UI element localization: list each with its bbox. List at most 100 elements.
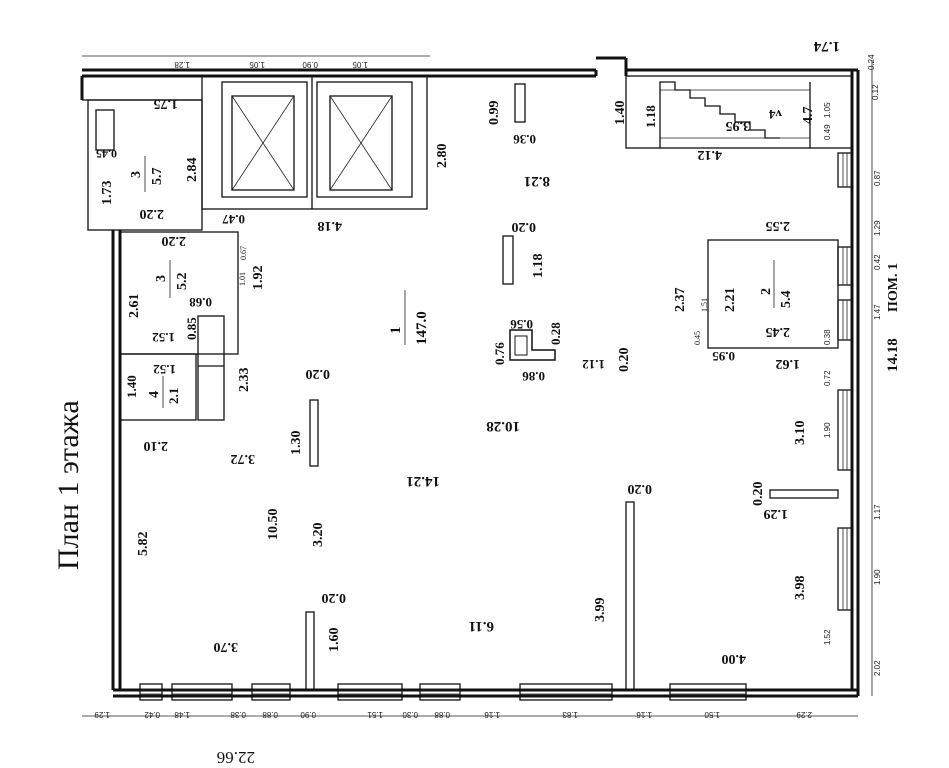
room-v-number: v4 (769, 107, 783, 122)
dim-label: 0.68 (189, 295, 212, 310)
dim-small: 1.83 (562, 710, 578, 719)
dimension-lines (82, 55, 873, 717)
dim-label: 0.28 (548, 322, 563, 345)
dim-small: 0.42 (144, 710, 160, 719)
dim-label: 14.21 (406, 473, 440, 489)
dimension-labels-inverted: 1.75 0.45 2.20 4.18 0.47 0.36 8.21 3.95 … (96, 96, 800, 666)
room-1-area: 147.0 (414, 311, 430, 345)
room-labels: 1 147.0 2 5.4 3 5.7 3 5.2 4 2.1 v4 4.7 (129, 107, 816, 408)
dim-small: 0.30 (402, 710, 418, 719)
dim-label: 0.20 (322, 590, 347, 605)
dim-label: 2.84 (185, 158, 200, 183)
room-4-walls (119, 315, 225, 421)
dim-label: 8.21 (524, 173, 550, 189)
dim-label: 2.20 (140, 206, 165, 221)
dim-small: 0.88 (262, 710, 278, 719)
dim-label: 3.70 (214, 639, 239, 654)
dim-small: 0.49 (823, 124, 832, 140)
dim-label: 4.12 (698, 147, 723, 162)
dim-label: 0.45 (693, 331, 702, 345)
dim-small: 0.87 (873, 170, 882, 186)
dim-label: 5.82 (136, 532, 151, 557)
dim-label: 10.28 (486, 418, 520, 434)
dim-small: 0.42 (873, 254, 882, 270)
dim-label: 2.55 (766, 218, 791, 233)
dim-label: 1.51 (700, 298, 709, 312)
dim-label: 4.18 (318, 218, 343, 233)
dim-small: 1.47 (873, 304, 882, 320)
dim-label: 3.20 (311, 523, 326, 548)
dim-small: 1.05 (249, 60, 265, 69)
dim-small: 2.02 (873, 660, 882, 676)
dim-label: 1.60 (327, 628, 342, 653)
dim-label: 1.40 (613, 101, 628, 126)
dim-small: 1.16 (484, 710, 500, 719)
dim-label: 2.45 (766, 324, 791, 339)
dim-label: 0.56 (510, 317, 533, 332)
dim-label: 1.62 (776, 356, 801, 371)
dim-label: 0.85 (184, 317, 199, 340)
dim-label: 0.99 (487, 101, 502, 126)
dim-label: 3.72 (231, 451, 256, 466)
room-4-number: 4 (147, 391, 162, 398)
top-right-dim: 1.74 (813, 38, 840, 54)
room-3b-number: 3 (154, 275, 169, 282)
dim-label: 1.40 (124, 375, 139, 398)
dim-label: 0.47 (222, 212, 245, 227)
dim-label: 3.10 (793, 421, 808, 446)
dim-label: 1.52 (152, 330, 175, 345)
dim-label: 2.21 (723, 288, 738, 313)
room-3b-walls (119, 231, 239, 355)
dim-label: 3.99 (593, 598, 608, 623)
dim-small: 1.29 (873, 220, 882, 236)
columns-and-partitions (305, 83, 839, 691)
dim-small: 1.51 (367, 710, 383, 719)
elevator-shafts (201, 75, 428, 210)
dim-small: 1.50 (704, 710, 720, 719)
dim-small: 0.38 (230, 710, 246, 719)
dim-label: 3.95 (726, 118, 751, 133)
dim-label: 2.33 (237, 368, 252, 393)
dim-label: 1.18 (643, 105, 658, 128)
dim-small: 0.72 (823, 370, 832, 386)
dim-small: 1.29 (94, 710, 110, 719)
dim-small: 1.05 (352, 60, 368, 69)
room-1-number: 1 (388, 327, 404, 335)
dim-label: 0.20 (512, 219, 537, 234)
room-2-walls (707, 239, 839, 349)
room-v-area: 4.7 (801, 107, 816, 125)
dim-small: 0.90 (300, 710, 316, 719)
small-dimensions: 1.28 1.05 0.90 1.05 1.29 0.42 1.48 0.38 … (94, 54, 882, 719)
room-group-label: ПОМ. 1 (886, 263, 901, 312)
dim-small: 1.90 (823, 422, 832, 438)
dim-small: 1.48 (174, 710, 190, 719)
dim-small: 1.05 (823, 102, 832, 118)
dim-label: 0.67 (239, 246, 248, 260)
dimension-labels: 1.73 2.84 2.80 0.99 1.40 1.18 2.61 1.92 … (100, 101, 808, 653)
dim-small: 0.12 (871, 84, 880, 100)
dim-small: 0.90 (302, 60, 318, 69)
dim-label: 2.20 (162, 233, 187, 248)
dim-label: 0.86 (522, 369, 545, 384)
dim-small: 0.38 (823, 329, 832, 345)
room-2-area: 5.4 (779, 291, 794, 309)
dim-small: 1.52 (823, 629, 832, 645)
dim-label: 1.92 (251, 266, 266, 291)
dim-small: 1.90 (873, 569, 882, 585)
right-windows (837, 152, 853, 611)
dim-small: 1.28 (174, 60, 190, 69)
dim-label: 1.12 (582, 357, 605, 372)
room-3a-walls (82, 99, 203, 231)
dim-label: 1.01 (238, 272, 247, 286)
dim-label: 2.10 (144, 438, 169, 453)
dim-small: 1.17 (873, 504, 882, 520)
dim-label: 3.98 (793, 576, 808, 601)
stair-room (625, 75, 853, 149)
dim-small: 2.29 (796, 710, 812, 719)
dim-label: 0.20 (751, 482, 766, 507)
dim-label: 0.45 (96, 147, 117, 161)
bottom-windows (139, 683, 747, 701)
dim-label: 0.20 (306, 366, 331, 381)
dim-label: 1.30 (289, 431, 304, 456)
dim-label: 1.18 (531, 254, 546, 279)
